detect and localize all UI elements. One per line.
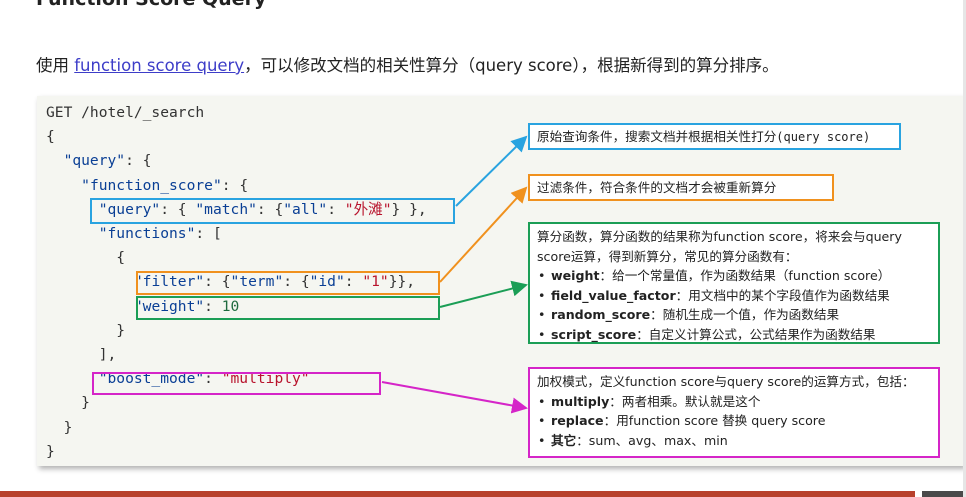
query-key: "query": [63, 152, 126, 170]
list-item: 其它：sum、avg、max、min: [537, 431, 931, 451]
list-item: field_value_factor：用文档中的某个字段值作为函数结果: [537, 286, 931, 306]
query-note-code: (query score): [776, 130, 871, 144]
intro-suffix: ，可以修改文档的相关性算分（query score），根据新得到的算分排序。: [244, 56, 779, 75]
functions-note-intro-2: score运算，得到新算分，常见的算分函数有：: [537, 248, 798, 264]
id-value: "1": [362, 273, 389, 291]
boost-mode-value: "multiply": [221, 370, 310, 388]
filter-key: "filter": [133, 273, 205, 291]
all-key: "all": [283, 200, 328, 218]
list-item: random_score：随机生成一个值，作为函数结果: [537, 305, 931, 325]
filter-highlight-box: [136, 271, 440, 295]
id-key: "id": [309, 273, 345, 291]
intro-text: 使用 function score query，可以修改文档的相关性算分（que…: [36, 52, 936, 76]
weight-key: "weight": [133, 297, 205, 315]
function-score-query-link[interactable]: function score query: [74, 56, 245, 75]
query-note: 原始查询条件，搜索文档并根据相关性打分(query score): [528, 123, 901, 150]
function-term: script_score: [551, 326, 637, 342]
function-desc: ：给一个常量值，作为函数结果（function score）: [599, 268, 891, 283]
function-term: field_value_factor: [551, 287, 676, 303]
all-value: "外滩": [344, 200, 392, 218]
list-item: weight：给一个常量值，作为函数结果（function score）: [537, 266, 931, 286]
weight-value: 10: [221, 297, 240, 315]
boost-desc: ：两者相乘。默认就是这个: [609, 393, 761, 409]
match-key: "match": [195, 200, 257, 218]
functions-key: "functions": [98, 225, 196, 243]
filter-note: 过滤条件，符合条件的文档才会被重新算分: [528, 174, 834, 201]
boost-mode-highlight-box: [92, 372, 381, 395]
function-score-key: "function_score": [81, 176, 222, 194]
function-term: random_score: [551, 307, 651, 322]
boost-desc: ：sum、avg、max、min: [576, 432, 728, 448]
inner-query-key: "query": [98, 200, 161, 218]
boost-term: replace: [551, 413, 604, 428]
page-title: Function Score Query: [36, 0, 266, 10]
weight-highlight-box: [136, 296, 440, 320]
code-block: GET /hotel/_search { "query": { "functio…: [46, 104, 427, 460]
functions-note: 算分函数，算分函数的结果称为function score，将来会与query s…: [528, 222, 940, 344]
boost-mode-list: multiply：两者相乘。默认就是这个 replace：用function s…: [537, 392, 931, 451]
boost-desc: ：用function score 替换 query score: [603, 413, 826, 428]
intro-prefix: 使用: [36, 56, 75, 75]
function-desc: ：用文档中的某个字段值作为函数结果: [675, 287, 890, 303]
brace-close: }: [46, 442, 55, 460]
scrollbar-track[interactable]: [963, 0, 966, 497]
boost-term: 其它: [551, 432, 577, 448]
footer-dark-block: [922, 491, 966, 497]
boost-mode-note: 加权模式，定义function score与query score的运算方式，包…: [528, 367, 940, 458]
boost-note-intro: 加权模式，定义function score与query score的运算方式，包…: [537, 374, 915, 389]
functions-note-intro-1: 算分函数，算分函数的结果称为function score，将来会与query: [537, 229, 902, 244]
request-line: GET /hotel/_search: [46, 104, 205, 121]
query-note-text: 原始查询条件，搜索文档并根据相关性打分: [537, 129, 777, 144]
footer-accent-bar: [0, 491, 915, 497]
query-highlight-box: [90, 198, 455, 224]
function-term: weight: [551, 268, 600, 283]
functions-list: weight：给一个常量值，作为函数结果（function score） fie…: [537, 266, 931, 344]
function-desc: ：随机生成一个值，作为函数结果: [650, 307, 840, 322]
term-key: "term": [230, 273, 284, 291]
boost-term: multiply: [551, 393, 610, 409]
list-item: replace：用function score 替换 query score: [537, 411, 931, 431]
list-item: multiply：两者相乘。默认就是这个: [537, 392, 931, 412]
boost-mode-key: "boost_mode": [98, 370, 205, 388]
filter-note-text: 过滤条件，符合条件的文档才会被重新算分: [537, 180, 777, 195]
list-item: script_score：自定义计算公式，公式结果作为函数结果: [537, 325, 931, 345]
function-desc: ：自定义计算公式，公式结果作为函数结果: [636, 326, 876, 342]
brace-open: {: [46, 128, 55, 146]
